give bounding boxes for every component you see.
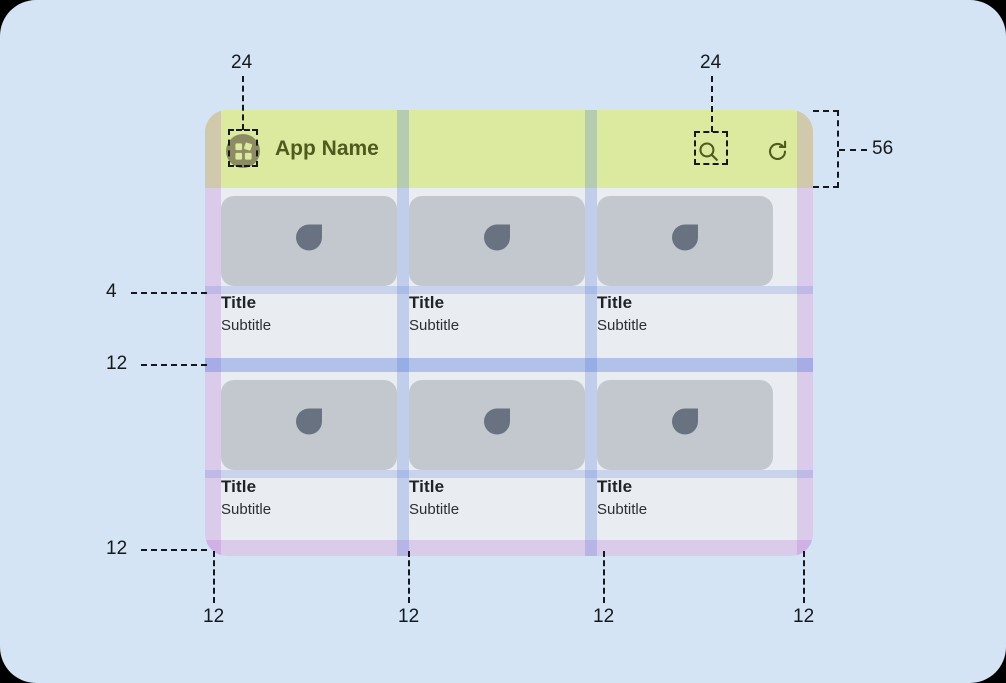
refresh-icon[interactable]: [763, 137, 792, 166]
annotation-bottom-margin: 12: [106, 538, 128, 559]
card-title: Title: [409, 477, 445, 496]
app-title: App Name: [275, 137, 379, 160]
circle-square-placeholder-icon: [286, 401, 332, 450]
circle-square-placeholder-icon: [662, 401, 708, 450]
leader-line-row-gap: [141, 364, 207, 366]
annotation-gutter-2: 12: [593, 606, 615, 627]
card-image-placeholder: [221, 196, 397, 286]
app-layout-frame: App Name: [205, 110, 813, 556]
leader-line-gutter-2: [603, 551, 605, 603]
card-subtitle: Subtitle: [221, 317, 272, 334]
card-image-placeholder: [597, 196, 773, 286]
leader-line-search-icon: [711, 76, 713, 132]
measure-bracket-appbar-height: [813, 110, 839, 188]
leader-line-appbar-height: [839, 149, 867, 151]
card-image-placeholder: [409, 380, 585, 470]
card-title: Title: [597, 293, 633, 312]
leader-line-right-margin: [803, 551, 805, 603]
annotation-gutter-1: 12: [398, 606, 420, 627]
app-grid-icon[interactable]: [226, 134, 260, 168]
card-subtitle: Subtitle: [409, 317, 460, 334]
card-subtitle: Subtitle: [597, 501, 648, 518]
card-subtitle: Subtitle: [597, 317, 648, 334]
annotation-title-gap: 4: [106, 281, 117, 302]
card-subtitle: Subtitle: [221, 501, 272, 518]
card-subtitle: Subtitle: [409, 501, 460, 518]
list-item[interactable]: Title Subtitle: [221, 380, 397, 518]
card-grid: Title Subtitle Title Subtitle: [205, 188, 813, 556]
circle-square-placeholder-icon: [662, 217, 708, 266]
list-item[interactable]: Title Subtitle: [409, 380, 585, 518]
annotation-menu-icon-size: 24: [231, 52, 253, 73]
card-title: Title: [409, 293, 445, 312]
circle-square-placeholder-icon: [474, 217, 520, 266]
card-image-placeholder: [221, 380, 397, 470]
annotation-appbar-height: 56: [872, 138, 894, 159]
annotation-row-gap: 12: [106, 353, 128, 374]
list-item[interactable]: Title Subtitle: [597, 196, 773, 334]
measure-box-search-icon: [694, 131, 728, 165]
circle-square-placeholder-icon: [474, 401, 520, 450]
leader-line-menu-icon: [242, 76, 244, 130]
card-title: Title: [221, 477, 257, 496]
leader-line-title-gap: [131, 292, 207, 294]
circle-square-placeholder-icon: [286, 217, 332, 266]
list-item[interactable]: Title Subtitle: [221, 196, 397, 334]
annotation-left-margin: 12: [203, 606, 225, 627]
leader-line-gutter-1: [408, 551, 410, 603]
search-icon[interactable]: [694, 137, 723, 166]
leader-line-left-margin: [213, 551, 215, 603]
list-item[interactable]: Title Subtitle: [409, 196, 585, 334]
annotation-right-margin: 12: [793, 606, 815, 627]
leader-line-bottom-margin: [141, 549, 207, 551]
card-title: Title: [597, 477, 633, 496]
measure-box-menu-icon: [228, 129, 258, 167]
card-title: Title: [221, 293, 257, 312]
list-item[interactable]: Title Subtitle: [597, 380, 773, 518]
card-image-placeholder: [409, 196, 585, 286]
card-image-placeholder: [597, 380, 773, 470]
annotation-search-icon-size: 24: [700, 52, 722, 73]
